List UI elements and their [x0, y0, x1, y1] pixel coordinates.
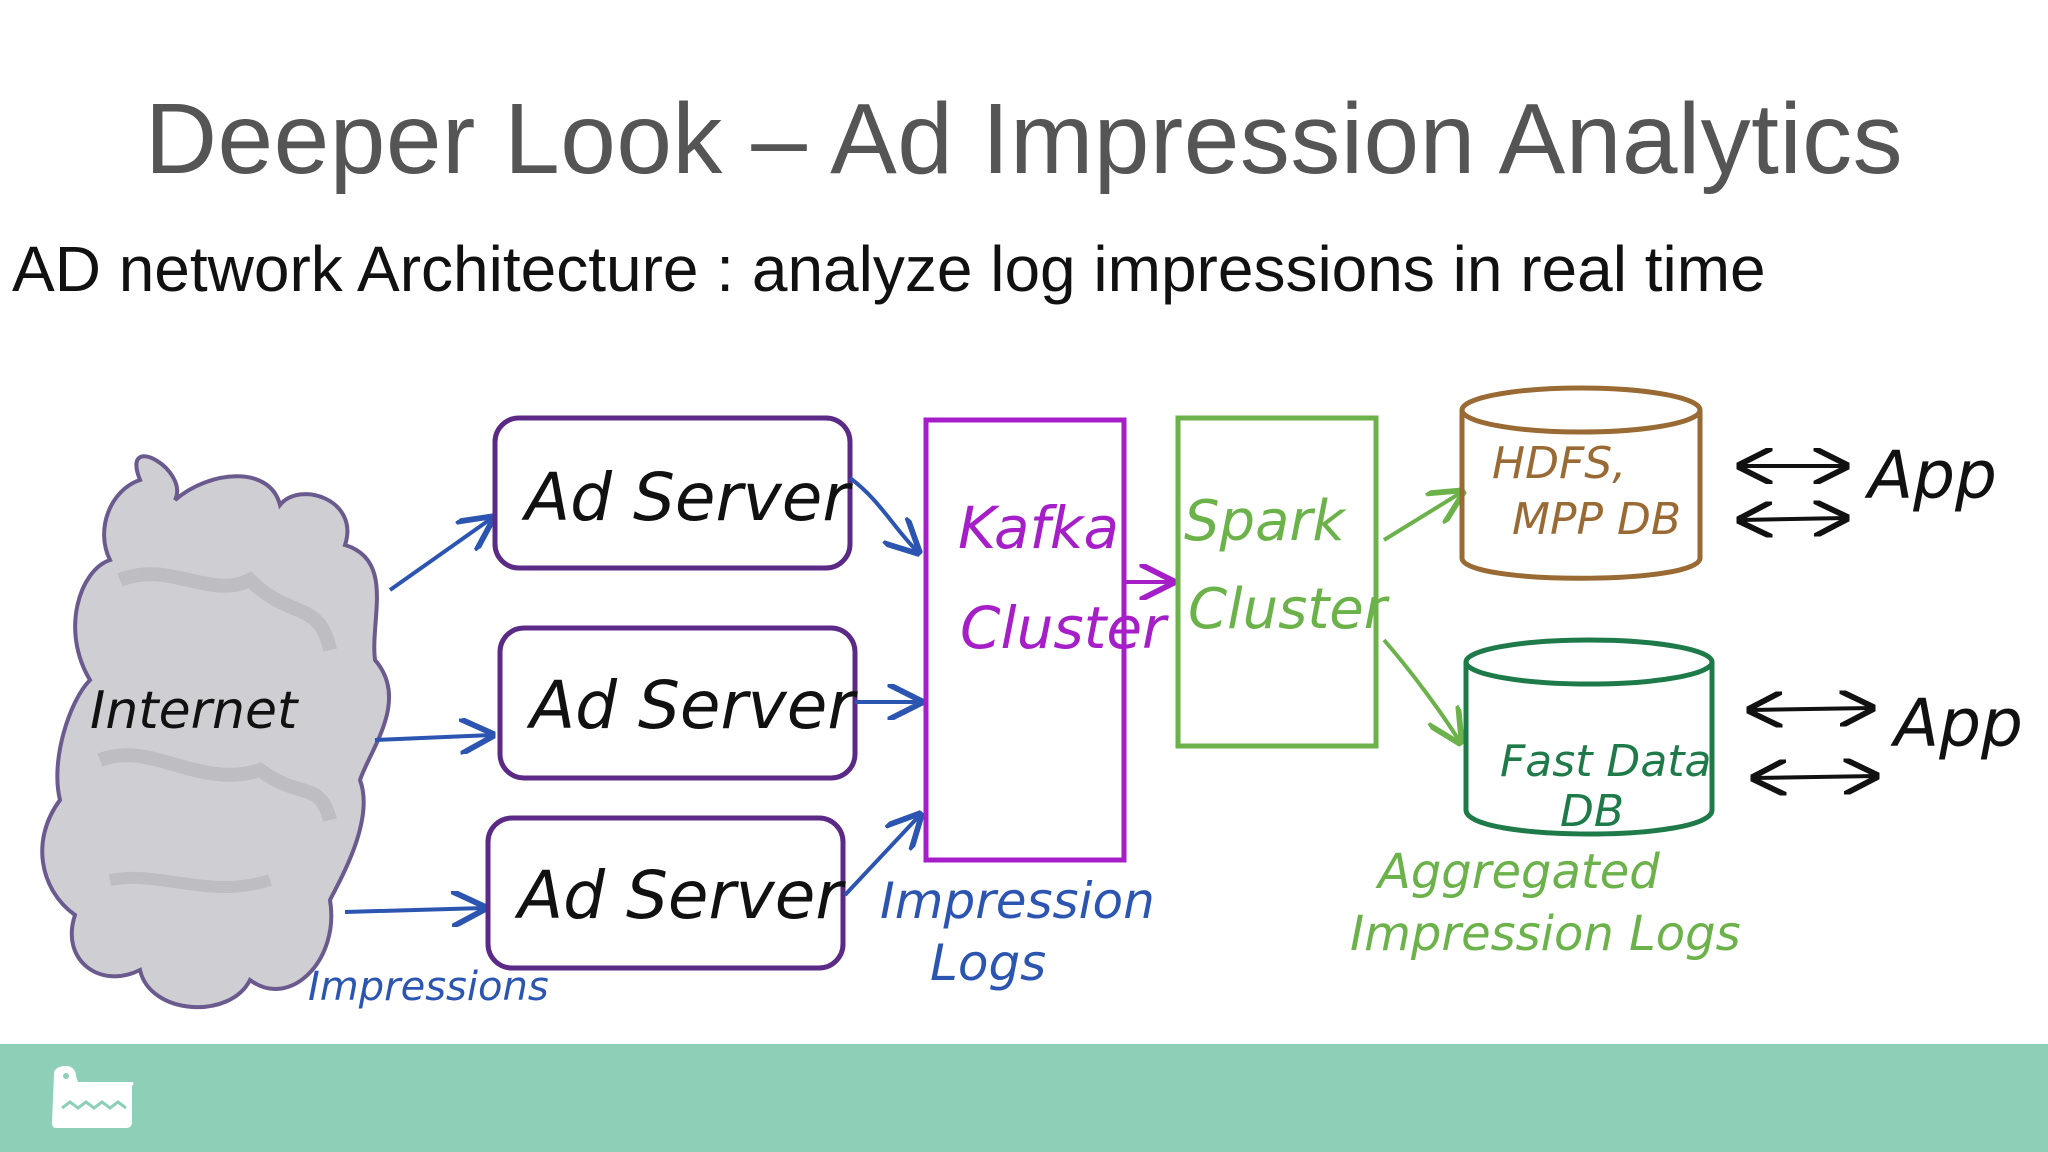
ad-server-3: Ad Server [485, 815, 846, 971]
spark-label-line1: Spark [1184, 489, 1347, 554]
fastdata-label-line2: DB [1560, 786, 1624, 837]
ad-server-label: Ad Server [521, 459, 853, 536]
impressions-label: Impressions [308, 964, 549, 1010]
ad-server-label: Ad Server [526, 667, 858, 744]
spark-to-hdfs-arrow [1382, 492, 1462, 542]
ad-server-1: Ad Server [492, 415, 853, 571]
spark-to-fastdata-arrow [1382, 638, 1460, 742]
kafka-label-line2: Cluster [960, 594, 1169, 662]
app-label-bottom: App [1890, 685, 2023, 762]
ad-server-label: Ad Server [514, 857, 846, 934]
spark-cluster: Spark Cluster [1175, 415, 1390, 749]
hdfs-label-line1: HDFS, [1492, 438, 1626, 489]
crocodile-logo-icon [52, 1066, 134, 1128]
cloud-icon [40, 454, 392, 1010]
app-label-top: App [1864, 437, 1997, 514]
aggregated-label-line2: Impression Logs [1350, 906, 1741, 962]
aggregated-label-line1: Aggregated [1375, 844, 1660, 900]
adserver-to-kafka-arrows [843, 476, 920, 897]
slide-subtitle: AD network Architecture : analyze log im… [12, 233, 1766, 305]
spark-label-line2: Cluster [1188, 577, 1390, 642]
impression-logs-line1: Impression [880, 872, 1155, 930]
fast-data-db: Fast Data DB [1463, 637, 1715, 837]
internet-cloud: Internet [40, 454, 392, 1010]
impression-arrows [344, 518, 492, 912]
impression-logs-line2: Logs [930, 934, 1046, 992]
hdfs-mpp-db: HDFS, MPP DB [1459, 385, 1703, 581]
slide-title: Deeper Look – Ad Impression Analytics [144, 83, 1904, 195]
internet-label: Internet [90, 681, 299, 741]
fastdata-label-line1: Fast Data [1500, 736, 1712, 787]
app-arrows-bottom [1750, 708, 1876, 778]
architecture-diagram: Internet Impressions Ad Server Ad Server… [40, 385, 2023, 1010]
kafka-label-line1: Kafka [958, 494, 1119, 562]
app-arrows-top [1740, 466, 1846, 520]
footer-bar [0, 1044, 2048, 1152]
kafka-cluster: Kafka Cluster [923, 417, 1169, 863]
ad-server-2: Ad Server [497, 625, 858, 781]
hdfs-label-line2: MPP DB [1512, 494, 1681, 545]
